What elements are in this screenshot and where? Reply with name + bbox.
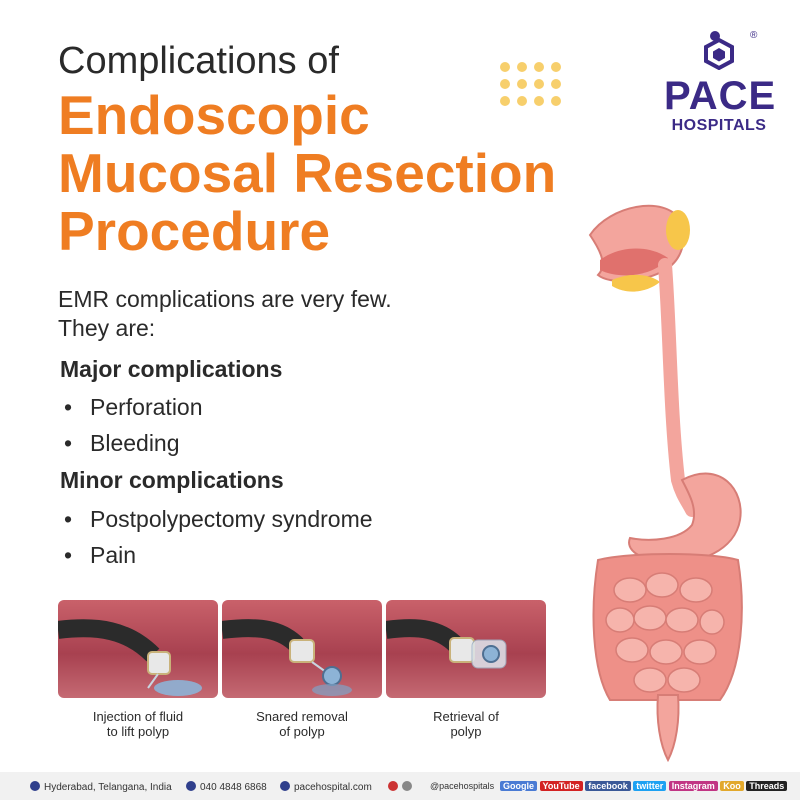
caption-line: Injection of fluid bbox=[92, 709, 184, 724]
footer-website[interactable]: pacehospital.com bbox=[280, 781, 372, 793]
intro-text: EMR complications are very few. They are… bbox=[58, 285, 392, 343]
phone-icon bbox=[186, 781, 196, 791]
step-caption: Snared removal of polyp bbox=[222, 709, 382, 739]
footer-bar: Hyderabad, Telangana, India 040 4848 686… bbox=[0, 772, 800, 800]
major-complications-heading: Major complications bbox=[60, 356, 283, 382]
social-links: Google YouTube facebook twitter Instagra… bbox=[500, 781, 788, 791]
logo-subtitle: HOSPITALS bbox=[671, 117, 767, 134]
list-item: • Perforation bbox=[64, 394, 203, 421]
website-text: pacehospital.com bbox=[294, 782, 372, 793]
instagram-link[interactable]: Instagram bbox=[668, 781, 718, 791]
step-illustration-retrieval bbox=[386, 600, 546, 698]
caption-line: Retrieval of bbox=[433, 709, 499, 724]
title-line: Procedure bbox=[58, 200, 331, 262]
list-item: • Bleeding bbox=[64, 430, 180, 457]
endoscope-icon bbox=[58, 619, 202, 696]
caption-line: to lift polyp bbox=[106, 724, 170, 739]
list-item: • Postpolypectomy syndrome bbox=[64, 506, 373, 533]
endoscope-icon bbox=[386, 619, 507, 669]
list-item-label: Pain bbox=[90, 542, 137, 568]
minor-complications-heading: Minor complications bbox=[60, 467, 284, 493]
step-caption: Injection of fluid to lift polyp bbox=[58, 709, 218, 739]
intro-line: They are: bbox=[58, 315, 156, 341]
footer-phone[interactable]: 040 4848 6868 bbox=[186, 781, 267, 793]
bullet-icon: • bbox=[64, 430, 73, 456]
qr-icons bbox=[388, 781, 416, 793]
bullet-icon: • bbox=[64, 394, 73, 420]
youtube-link[interactable]: YouTube bbox=[539, 781, 583, 791]
location-pin-icon bbox=[30, 781, 40, 791]
qr-icon bbox=[402, 781, 412, 791]
koo-link[interactable]: Koo bbox=[720, 781, 744, 791]
pace-logo-icon bbox=[704, 31, 734, 71]
registered-mark: ® bbox=[750, 30, 758, 41]
caption-line: Snared removal bbox=[256, 709, 348, 724]
intro-line: EMR complications are very few. bbox=[58, 286, 392, 312]
list-item: • Pain bbox=[64, 542, 136, 569]
title-line: Mucosal Resection bbox=[58, 142, 557, 204]
step-illustration-snare bbox=[222, 600, 382, 698]
step-caption: Retrieval of polyp bbox=[386, 709, 546, 739]
title-prefix: Complications of bbox=[58, 40, 339, 82]
threads-link[interactable]: Threads bbox=[746, 781, 788, 791]
qr-icon bbox=[388, 781, 398, 791]
footer-handle[interactable]: @pacehospitals bbox=[430, 781, 495, 791]
bullet-icon: • bbox=[64, 542, 73, 568]
list-item-label: Perforation bbox=[90, 394, 203, 420]
endoscope-icon bbox=[222, 619, 352, 696]
pace-hospitals-logo: ® PACE HOSPITALS bbox=[664, 30, 777, 135]
title-line: Endoscopic bbox=[58, 84, 370, 146]
logo-name: PACE bbox=[664, 74, 777, 118]
globe-icon bbox=[280, 781, 290, 791]
list-item-label: Postpolypectomy syndrome bbox=[90, 506, 373, 532]
page-title: Endoscopic Mucosal Resection Procedure bbox=[58, 86, 618, 260]
google-link[interactable]: Google bbox=[500, 781, 537, 791]
facebook-link[interactable]: facebook bbox=[585, 781, 631, 791]
list-item-label: Bleeding bbox=[90, 430, 180, 456]
footer-location: Hyderabad, Telangana, India bbox=[30, 781, 172, 793]
step-illustration-injection bbox=[58, 600, 218, 698]
location-text: Hyderabad, Telangana, India bbox=[44, 782, 172, 793]
phone-text: 040 4848 6868 bbox=[200, 782, 267, 793]
twitter-link[interactable]: twitter bbox=[633, 781, 667, 791]
caption-line: polyp bbox=[450, 724, 482, 739]
bullet-icon: • bbox=[64, 506, 73, 532]
digestive-system-illustration bbox=[588, 204, 743, 763]
caption-line: of polyp bbox=[279, 724, 325, 739]
